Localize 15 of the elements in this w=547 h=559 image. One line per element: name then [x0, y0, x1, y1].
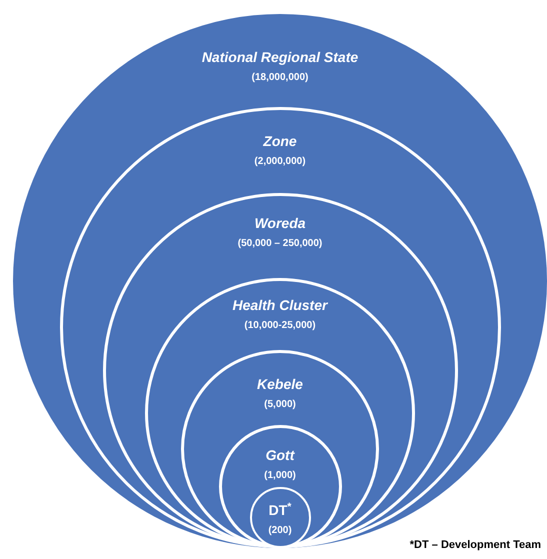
population-count: (1,000) — [264, 469, 296, 483]
population-count: (200) — [268, 524, 292, 538]
population-count: (5,000) — [264, 398, 296, 412]
level-name: Zone — [263, 132, 297, 150]
level-name: National Regional State — [202, 48, 358, 66]
level-name: DT$^{*}$ — [268, 501, 292, 519]
footnote: *DT – Development Team — [410, 538, 541, 552]
level-name: Kebele — [257, 375, 303, 393]
level-name: Woreda — [254, 214, 306, 232]
level-name: Gott — [266, 446, 294, 464]
population-count: (10,000-25,000) — [244, 319, 316, 333]
population-count: (2,000,000) — [254, 155, 306, 169]
level-name: Health Cluster — [232, 296, 328, 314]
population-count: (50,000 – 250,000) — [238, 237, 322, 251]
population-count: (18,000,000) — [252, 71, 308, 85]
